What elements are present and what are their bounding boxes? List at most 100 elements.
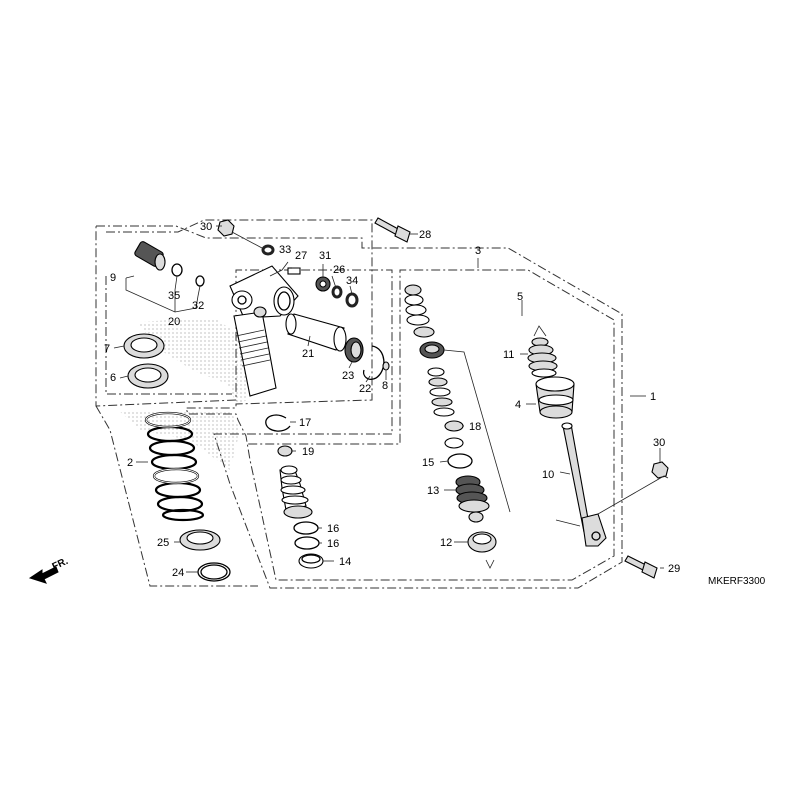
upper-parts	[527, 325, 607, 547]
ring-16a	[293, 521, 319, 535]
callout-16a: 16	[327, 523, 339, 535]
piston-stack	[404, 284, 497, 569]
nut-19	[277, 445, 293, 457]
frame-outer-assembly	[95, 225, 623, 589]
callout-5: 5	[517, 291, 523, 303]
ring-15	[447, 453, 473, 469]
callout-35: 35	[168, 290, 180, 302]
callout-10: 10	[542, 469, 554, 481]
front-label: FR.	[51, 556, 70, 573]
callout-3: 3	[475, 245, 481, 257]
callout-30-right: 30	[653, 437, 665, 449]
callout-7: 7	[104, 343, 110, 355]
callout-25: 25	[157, 537, 169, 549]
reservoir-parts	[134, 219, 275, 287]
callout-15: 15	[422, 457, 434, 469]
callout-28: 28	[419, 229, 431, 241]
boot-11-tip	[533, 325, 547, 337]
damper-body	[229, 265, 301, 397]
callout-22: 22	[359, 383, 371, 395]
main-spring	[144, 411, 205, 522]
rod-assembly	[277, 445, 324, 569]
callout-12: 12	[440, 537, 452, 549]
nut-30-top	[217, 219, 235, 237]
callout-1: 1	[650, 391, 656, 403]
leader-lines	[113, 225, 669, 573]
group-frames	[95, 219, 623, 589]
bush-31-hole	[319, 280, 327, 288]
callouts: 30 33 27 31 26 34 9 35 32 20 21 23 22 8 …	[104, 221, 680, 579]
callout-32: 32	[192, 300, 204, 312]
callout-18: 18	[469, 421, 481, 433]
callout-20: 20	[168, 316, 180, 328]
piston-18	[444, 420, 464, 432]
rod-stack-lines	[280, 465, 313, 519]
shading-spring	[118, 410, 240, 470]
plug-8	[382, 361, 390, 371]
cylinder-21-top	[285, 313, 297, 335]
fasteners	[374, 217, 669, 579]
shading-body	[136, 318, 248, 404]
collar-26	[331, 285, 343, 299]
nut-6-hole	[134, 367, 162, 383]
cap-23-inner	[350, 341, 362, 359]
seat-25-hole	[186, 531, 214, 545]
seal-parts	[315, 276, 359, 308]
rod-10-clevis	[581, 513, 607, 547]
callout-34: 34	[346, 275, 358, 287]
diagram-code: MKERF3300	[708, 576, 766, 587]
damper-cylinder	[233, 311, 277, 397]
callout-27: 27	[295, 250, 307, 262]
reservoir-end	[273, 286, 295, 316]
front-direction-indicator: FR.	[28, 556, 70, 584]
callout-30-top: 30	[200, 221, 212, 233]
cylinder-21-end	[333, 326, 347, 352]
circlip-17	[265, 414, 291, 432]
tag-27	[287, 267, 301, 275]
callout-2: 2	[127, 457, 133, 469]
ring-16b	[294, 536, 320, 550]
circlip-22	[362, 345, 385, 380]
nut-30-right	[651, 461, 669, 479]
callout-23: 23	[342, 370, 354, 382]
shading	[118, 318, 248, 470]
frame-inner-damper	[105, 276, 232, 395]
callout-9: 9	[110, 272, 116, 284]
callout-8: 8	[382, 380, 388, 392]
callout-29: 29	[668, 563, 680, 575]
bolt-29	[624, 555, 658, 579]
frame-main	[106, 219, 615, 581]
seal-34	[345, 292, 359, 308]
boot-11	[527, 337, 558, 378]
callout-31: 31	[319, 250, 331, 262]
damper-threads	[235, 329, 271, 367]
bolt-28	[374, 217, 411, 243]
oring-32	[195, 275, 205, 287]
side-bush	[253, 306, 267, 318]
callout-13: 13	[427, 485, 439, 497]
callout-14: 14	[339, 556, 351, 568]
oring-35	[171, 263, 183, 277]
cap-4	[535, 376, 575, 419]
callout-6: 6	[110, 372, 116, 384]
callout-26: 26	[333, 264, 345, 276]
spring-adjusters	[123, 333, 169, 389]
reservoir-cap	[277, 291, 291, 311]
washer-33	[261, 244, 275, 256]
callout-17: 17	[299, 417, 311, 429]
collar-small	[468, 511, 484, 523]
top-eye	[231, 290, 253, 310]
callout-11: 11	[503, 349, 514, 361]
rod-10	[561, 422, 607, 547]
washer-18b	[444, 437, 464, 449]
nut-7-hole	[130, 337, 158, 353]
spring-seats	[179, 529, 231, 582]
bump-13	[455, 475, 490, 513]
top-eye-hole	[237, 295, 247, 305]
callout-4: 4	[515, 399, 521, 411]
frame-lower-left	[95, 405, 258, 587]
front-arrow-icon	[28, 566, 59, 584]
ring-24	[197, 562, 231, 582]
valve-9-end	[154, 253, 166, 271]
